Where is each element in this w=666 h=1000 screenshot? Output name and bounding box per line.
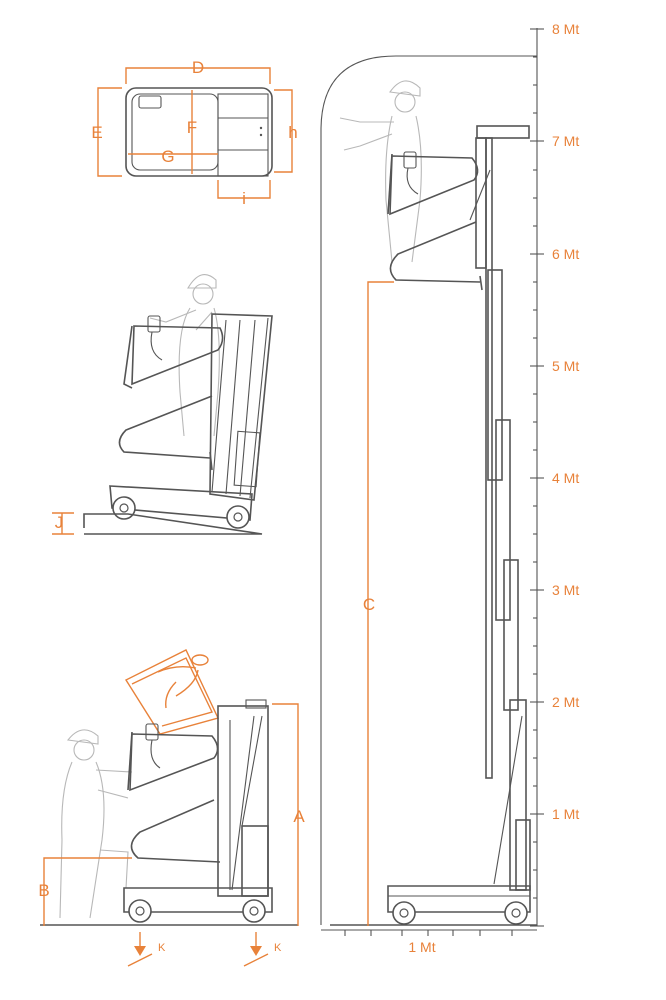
- top-view: D E F G h i: [91, 58, 297, 208]
- scale-tick-4: 4 Mt: [552, 470, 579, 486]
- dim-label-J: J: [55, 513, 64, 532]
- dim-label-A: A: [293, 807, 305, 826]
- load-arrow-front: K: [127, 932, 166, 967]
- side-view-stowed: A B K K: [38, 649, 305, 967]
- vertical-scale: 1 Mt 2 Mt 3 Mt 4 Mt 5 Mt 6 Mt 7 Mt 8 Mt: [530, 21, 579, 927]
- dim-label-h: h: [288, 123, 297, 142]
- bottom-scale-label: 1 Mt: [408, 939, 435, 955]
- dim-label-K-rear: K: [274, 942, 282, 954]
- side-view-ramp: J: [52, 274, 273, 535]
- load-arrow-rear: K: [243, 932, 282, 967]
- dim-label-G: G: [161, 147, 174, 166]
- dim-label-i: i: [242, 189, 246, 208]
- dim-label-B: B: [38, 881, 49, 900]
- scale-tick-8: 8 Mt: [552, 21, 579, 37]
- scale-tick-6: 6 Mt: [552, 246, 579, 262]
- scale-tick-2: 2 Mt: [552, 694, 579, 710]
- worker-figure: [149, 274, 220, 437]
- scale-tick-3: 3 Mt: [552, 582, 579, 598]
- dim-label-F: F: [187, 118, 197, 137]
- dim-label-K-front: K: [158, 942, 166, 954]
- scale-tick-5: 5 Mt: [552, 358, 579, 374]
- worker-figure-climbing: [59, 729, 133, 919]
- dim-label-C: C: [363, 595, 375, 614]
- scale-tick-7: 7 Mt: [552, 133, 579, 149]
- worker-figure-top: [339, 80, 422, 263]
- dim-label-E: E: [91, 123, 102, 142]
- raised-platform-view: 1 Mt 1 Mt 2 Mt: [320, 21, 579, 955]
- dim-label-D: D: [192, 58, 204, 77]
- scale-tick-1: 1 Mt: [552, 806, 579, 822]
